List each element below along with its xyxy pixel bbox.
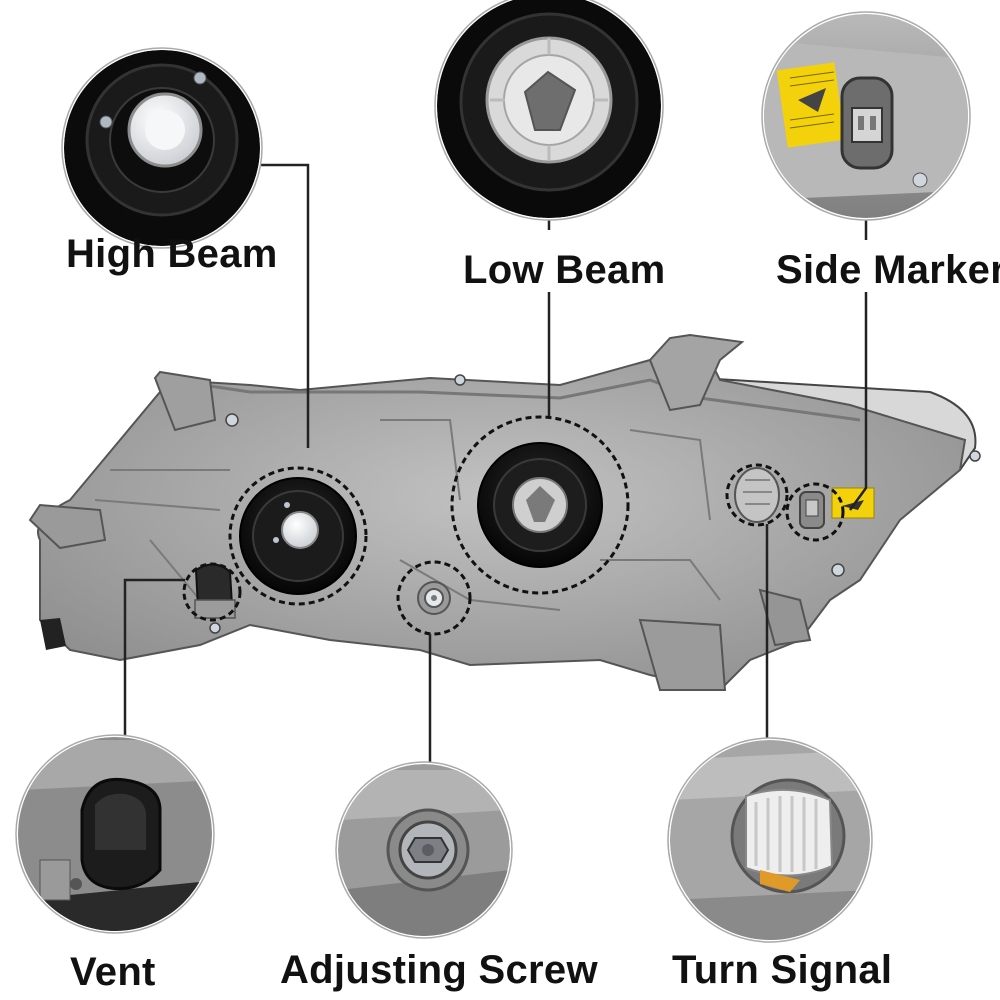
label-adjusting-screw: Adjusting Screw bbox=[280, 948, 598, 992]
bottom-grommet bbox=[40, 618, 66, 650]
leader-high-beam bbox=[252, 163, 310, 448]
callout-turn-signal-image bbox=[667, 737, 873, 943]
callout-low-beam-image bbox=[434, 0, 664, 221]
mounting-tab-top-left bbox=[153, 370, 217, 432]
mounting-tab-left bbox=[28, 503, 107, 550]
highlight-turn-signal bbox=[725, 463, 789, 527]
highlight-circles bbox=[182, 415, 845, 636]
leader-lines bbox=[123, 163, 868, 764]
highlight-low-beam bbox=[450, 415, 630, 595]
side-marker-socket bbox=[799, 487, 875, 529]
label-low-beam: Low Beam bbox=[463, 248, 666, 292]
callout-high-beam-image bbox=[61, 47, 263, 249]
mounting-tab-bottom bbox=[638, 618, 727, 691]
highlight-adjusting-screw bbox=[396, 560, 472, 636]
leader-side-marker bbox=[848, 218, 868, 511]
callout-side-marker-image bbox=[761, 11, 971, 221]
label-side-marker: Side Marker bbox=[776, 248, 1000, 292]
high-beam-socket bbox=[239, 477, 357, 595]
low-beam-socket bbox=[477, 442, 603, 568]
headlight-housing bbox=[28, 333, 981, 692]
label-turn-signal: Turn Signal bbox=[672, 948, 893, 992]
callout-vent-image bbox=[15, 734, 215, 934]
highlight-side-marker bbox=[785, 482, 845, 542]
highlight-high-beam bbox=[228, 466, 368, 606]
turn-signal-socket bbox=[734, 467, 780, 523]
label-vent: Vent bbox=[70, 950, 156, 994]
highlight-vent bbox=[182, 562, 242, 622]
leader-vent bbox=[123, 578, 185, 738]
label-high-beam: High Beam bbox=[66, 232, 278, 276]
mounting-tab-right bbox=[758, 588, 812, 647]
mounting-tab-top-right bbox=[648, 333, 745, 412]
adjusting-screw-part bbox=[417, 581, 451, 615]
vent-cap bbox=[194, 563, 236, 619]
callout-adjusting-screw-image bbox=[335, 761, 513, 939]
